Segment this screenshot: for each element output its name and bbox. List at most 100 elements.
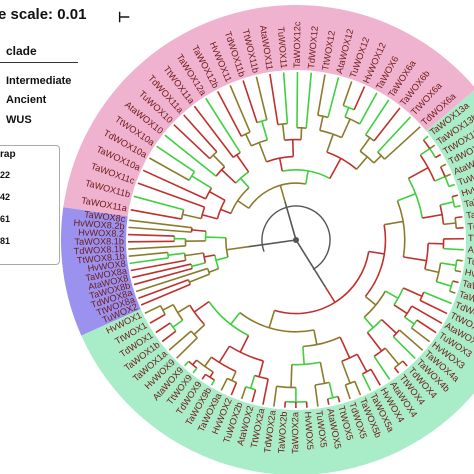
branch-stem — [221, 169, 237, 184]
branch-stem — [191, 175, 212, 189]
branch-tip — [144, 304, 161, 315]
branch-tip — [429, 144, 436, 150]
branch-tip — [384, 126, 421, 160]
branch-tip — [269, 73, 279, 125]
branch-stem — [184, 252, 204, 257]
branch-arc — [159, 305, 166, 315]
branch-arc — [216, 199, 226, 220]
branch-arc — [248, 182, 306, 209]
branch-stem — [193, 324, 206, 336]
branch-tip — [230, 382, 238, 396]
branch-stem — [368, 250, 385, 255]
branch-tip — [314, 384, 319, 407]
branch-stem — [258, 360, 265, 378]
branch-stem — [393, 304, 408, 315]
branch-arc — [209, 151, 218, 160]
branch-stem — [404, 316, 415, 325]
branch-tip — [216, 90, 243, 137]
branch-tip — [392, 336, 416, 359]
leaf-label: HvWOX8.2b — [73, 218, 125, 232]
branch-tip — [220, 378, 228, 391]
leaf-label: TaWOX2a — [290, 411, 300, 454]
branch-tip — [176, 337, 198, 359]
branch-stem — [324, 287, 336, 303]
branch-tip — [140, 283, 191, 306]
branch-tip — [361, 373, 372, 391]
branch-tip — [327, 77, 340, 118]
branch-stem — [381, 319, 397, 334]
branch-stem — [258, 142, 268, 163]
branch-tip — [423, 291, 452, 305]
leaf-label: TdWOX8.1b — [73, 244, 124, 257]
branch-tip — [142, 169, 207, 200]
branch-stem — [291, 139, 295, 157]
branch-arc — [326, 151, 358, 170]
branch-stem — [203, 254, 215, 258]
leaf-label: HvWOX5 — [303, 411, 315, 450]
branch-tip — [454, 205, 461, 208]
branch-arc — [200, 206, 206, 219]
branch-arc — [403, 305, 413, 318]
bootstrap-legend-box — [0, 145, 60, 265]
branch-stem — [191, 229, 206, 233]
branch-arc — [422, 139, 431, 150]
branch-tip — [419, 299, 448, 315]
branch-arc — [364, 224, 387, 297]
branch-arc — [225, 237, 229, 258]
branch-stem — [363, 316, 374, 329]
branch-stem — [341, 360, 351, 384]
branch-tip — [128, 251, 168, 258]
branch-tip — [205, 97, 241, 153]
branch-arc — [239, 311, 315, 333]
branch-stem — [359, 137, 371, 152]
branch-tip — [451, 194, 459, 198]
branch-tip — [337, 396, 341, 403]
branch-tip — [201, 373, 207, 380]
branch-tip — [456, 226, 464, 230]
leaf-label: TtWOX8.1b — [76, 251, 125, 266]
branch-tip — [193, 105, 234, 158]
branch-stem — [212, 154, 226, 168]
branch-stem — [244, 133, 253, 147]
branch-stem — [434, 175, 446, 182]
branch-arc — [274, 251, 370, 315]
branch-tip — [373, 107, 401, 142]
branch-tip — [184, 360, 190, 367]
branch-arc — [189, 304, 206, 326]
branch-stem — [215, 256, 229, 261]
legend-clade-title: clade — [6, 44, 37, 58]
branch-stem — [443, 222, 456, 226]
branch-tip — [128, 245, 186, 250]
branch-tip — [393, 367, 400, 374]
branch-tip — [149, 313, 166, 324]
branch-arc — [366, 319, 383, 334]
tree-scale-bar-icon: ⊢ — [118, 9, 131, 25]
branch-tip — [440, 163, 447, 168]
branch-tip — [133, 195, 184, 211]
branch-tip — [422, 135, 429, 141]
branch-tip — [192, 367, 198, 374]
branch-tip — [342, 81, 353, 106]
branch-stem — [329, 157, 342, 179]
branch-tip — [373, 355, 391, 380]
legend-item-wus: WUS — [6, 114, 32, 126]
branch-tip — [456, 259, 463, 262]
branch-stem — [209, 371, 214, 378]
branch-stem — [192, 359, 198, 366]
branch-arc — [454, 259, 458, 271]
leaf-label: HvWOX14 — [464, 267, 474, 285]
branch-tip — [128, 226, 192, 233]
branch-arc — [180, 209, 185, 220]
branch-arc — [206, 268, 211, 275]
branch-stem — [439, 201, 454, 206]
branch-tip — [262, 378, 269, 405]
branch-tip — [344, 384, 351, 400]
branch-tip — [402, 360, 408, 367]
branch-stem — [193, 300, 210, 313]
branch-stem — [279, 185, 286, 202]
tree-root — [293, 237, 299, 243]
branch-stem — [356, 353, 368, 373]
branch-stem — [313, 329, 318, 345]
branch-stem — [339, 336, 351, 359]
